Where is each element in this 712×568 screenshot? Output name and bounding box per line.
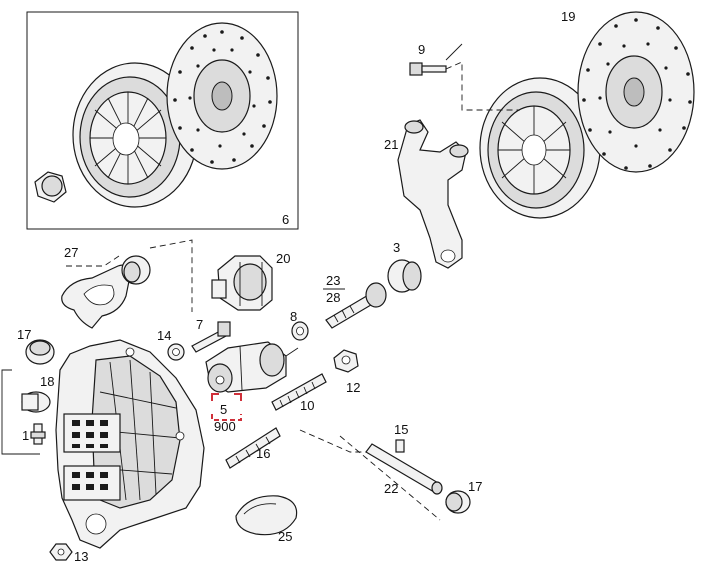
callout-12: 12 <box>346 380 360 395</box>
callout-18: 18 <box>40 374 54 389</box>
leader-9-top <box>445 43 463 61</box>
callout-19: 19 <box>561 9 575 24</box>
bolt-9 <box>409 62 447 76</box>
callout-6: 6 <box>282 212 289 227</box>
callout-28: 28 <box>326 290 340 305</box>
callout-900: 900 <box>214 419 236 434</box>
clutch-cover-assembly <box>479 77 601 219</box>
callout-17-right: 17 <box>468 479 482 494</box>
callout-14: 14 <box>157 328 171 343</box>
pin-15 <box>395 439 405 453</box>
callout-25: 25 <box>278 529 292 544</box>
gasket-27 <box>61 255 151 329</box>
bush-18 <box>21 391 51 413</box>
nut-12 <box>333 349 359 373</box>
callout-15: 15 <box>394 422 408 437</box>
leader-27-frame <box>149 239 193 312</box>
stud-16 <box>225 427 281 469</box>
callout-27: 27 <box>64 245 78 260</box>
clutch-disc <box>577 11 695 173</box>
callout-1: 1 <box>22 428 29 443</box>
leader-shaft-dashed <box>299 429 366 453</box>
bleed-screw-1 <box>30 423 46 445</box>
inset-release-bearing <box>34 171 67 203</box>
callout-7: 7 <box>196 317 203 332</box>
callout-23: 23 <box>326 273 340 288</box>
leader-9 <box>445 61 520 111</box>
callout-10: 10 <box>300 398 314 413</box>
inset-frame <box>26 11 299 230</box>
bush-3 <box>387 259 422 293</box>
stud-10 <box>271 373 327 411</box>
rubber-cover-25 <box>235 495 298 536</box>
bell-housing <box>55 339 205 549</box>
callout-22: 22 <box>384 481 398 496</box>
callout-9: 9 <box>418 42 425 57</box>
callout-5: 5 <box>220 402 227 417</box>
leader-plug-dashed <box>339 435 441 521</box>
plug-17-left <box>25 339 55 365</box>
inset-clutch-disc <box>166 22 278 170</box>
shaft-23-28 <box>325 282 387 329</box>
leader-27 <box>66 253 123 267</box>
plug-17-right <box>445 490 471 514</box>
highlight-bracket-left <box>211 393 219 401</box>
nut-13 <box>49 543 73 561</box>
inset-clutch-pressure-plate <box>72 62 198 208</box>
slave-cylinder-5 <box>205 341 299 393</box>
callout-17-left: 17 <box>17 327 31 342</box>
bolt-7 <box>191 321 231 353</box>
highlight-bracket-right <box>234 393 242 401</box>
callout-13: 13 <box>74 549 88 564</box>
bracket-left <box>1 369 40 455</box>
callout-21: 21 <box>384 137 398 152</box>
callout-20: 20 <box>276 251 290 266</box>
release-bearing-20 <box>211 255 273 311</box>
callout-8: 8 <box>290 309 297 324</box>
highlight-bracket-bottom <box>211 414 242 421</box>
shaft-22 <box>365 443 443 495</box>
callout-3: 3 <box>393 240 400 255</box>
release-fork-21 <box>397 119 469 269</box>
callout-16: 16 <box>256 446 270 461</box>
